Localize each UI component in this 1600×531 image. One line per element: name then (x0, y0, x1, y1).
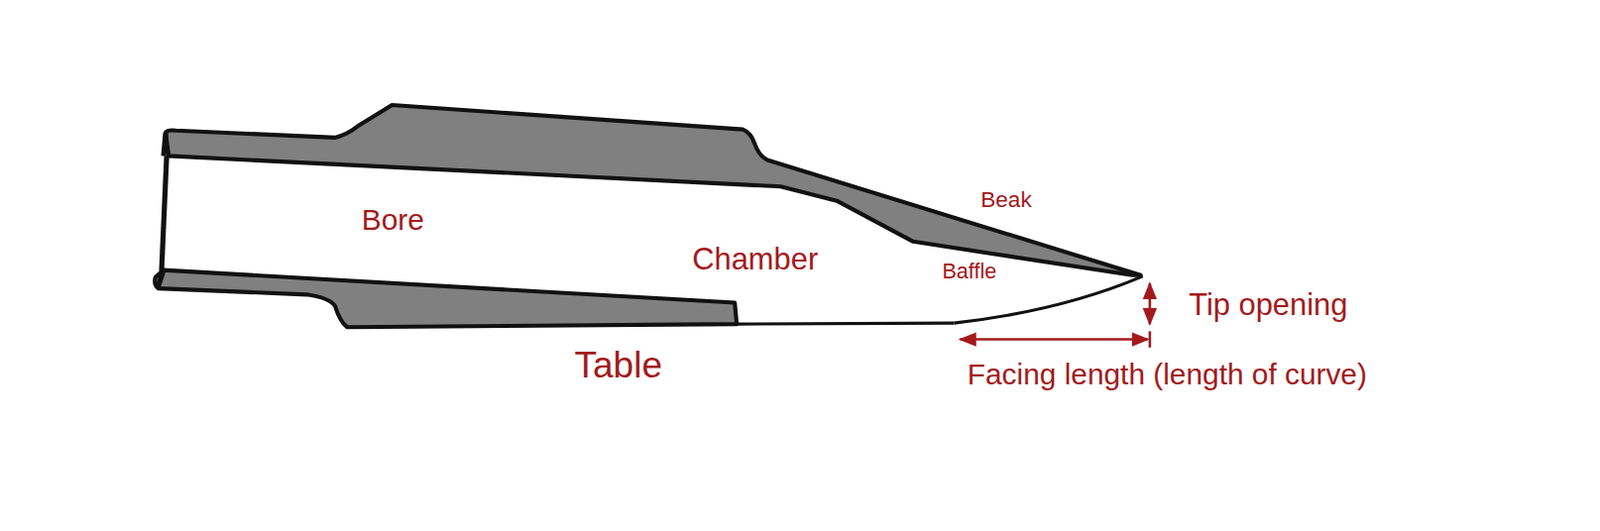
part-label: Beak (980, 189, 1032, 213)
part-label: Chamber (691, 244, 818, 276)
bore-end-line (161, 155, 167, 271)
tip-opening-arrow (1148, 283, 1152, 325)
part-label: Table (573, 346, 663, 384)
facing-length-tick (1148, 331, 1152, 347)
lower-wall (154, 270, 737, 329)
part-label: Baffle (941, 260, 997, 283)
dimension-label: Facing length (length of curve) (967, 359, 1368, 390)
upper-wall (165, 105, 1142, 276)
table-line (736, 323, 954, 325)
facing-curve (953, 276, 1143, 324)
facing-length-arrow (960, 338, 1148, 342)
part-label: Bore (361, 205, 425, 235)
dimension-label: Tip opening (1188, 290, 1348, 322)
